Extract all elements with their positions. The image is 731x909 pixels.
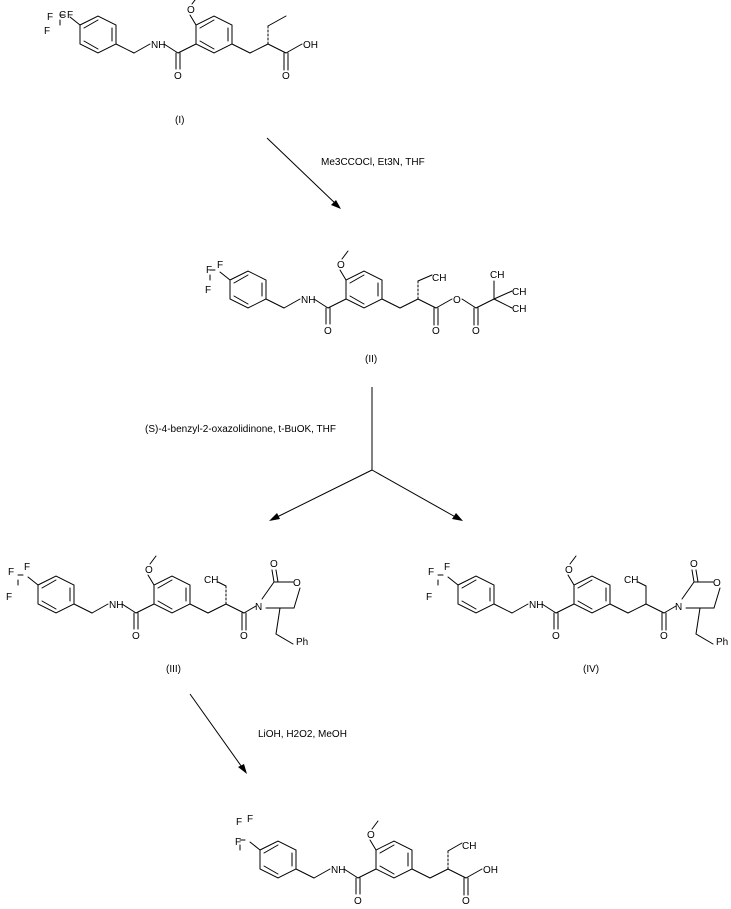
compound-III: F F F NH O O CH O N O O Ph [6,555,308,648]
arrow-step-3 [189,693,247,774]
methoxy-o-label: O [187,5,195,16]
cf3-f-label: F [444,562,450,573]
methoxy-o-label: O [145,565,153,576]
phenyl-label: Ph [296,637,308,648]
amide-o-label: O [240,631,248,642]
compound-label-III: (III) [166,664,181,675]
nh-label: NH [301,295,315,306]
ch3-label: CH [512,287,526,298]
oh-label: OH [483,865,498,876]
reagents-step-1: Me3CCOCl, Et3N, THF [321,157,425,168]
reagents-step-2: (S)-4-benzyl-2-oxazolidinone, t-BuOK, TH… [145,424,336,435]
ring-o-label: O [293,578,301,589]
compound-IV: F F F NH O O CH O N O O Ph [426,555,728,648]
ch3-label: CH [204,575,218,586]
oxazolidinone-co-label: O [270,559,278,570]
cf3-f-label: F [217,260,223,271]
cf3-f-label: F [206,265,212,276]
compound-label-II: (II) [365,354,377,365]
ch3-label: CH [462,841,476,852]
methoxy-o-label: O [367,830,375,841]
oh-label: OH [303,40,318,51]
compound-label-I: (I) [175,115,184,126]
compound-I: F F F C NH O O O OH [44,0,318,82]
cf3-f-label: F [44,26,50,37]
carbonyl-o-label: O [132,631,140,642]
cf3-f-label: F [6,592,12,603]
cf3-f-label: F [8,567,14,578]
reagents-step-3: LiOH, H2O2, MeOH [258,729,347,740]
arrow-step-2 [269,387,463,521]
compound-V: F F F NH O O CH O OH [235,814,498,907]
ring-o-label: O [713,578,721,589]
nh-label: NH [151,40,165,51]
cf3-f-label: F [236,817,242,828]
cf3-f-label: F [205,285,211,296]
ester-o-label: O [432,326,440,337]
oxazolidinone-n-label: N [255,602,262,613]
cf3-f-label: F [426,592,432,603]
carbonyl-o-label: O [552,631,560,642]
cf3-f-label: F [24,562,30,573]
cf3-c-label: C [59,10,66,21]
nh-label: NH [529,600,543,611]
arrow-step-1 [266,137,341,209]
anhydride-o-label: O [453,295,461,306]
cf3-f-label: F [67,10,73,21]
methoxy-o-label: O [565,565,573,576]
amide-o-label: O [660,631,668,642]
ch3-label: CH [512,304,526,315]
nh-label: NH [109,600,123,611]
compound-II: F F F NH O O CH O O O CH CH CH [205,250,526,337]
oxazolidinone-n-label: N [675,602,682,613]
compound-label-IV: (IV) [583,664,599,675]
carbonyl-o-label: O [174,71,182,82]
carbonyl-o-label: O [354,896,362,907]
acid-o-label: O [462,896,470,907]
nh-label: NH [331,865,345,876]
carbonyl-o-label: O [324,326,332,337]
pivaloyl-o-label: O [472,326,480,337]
cf3-f-label: F [235,837,241,848]
cf3-f-label: F [428,567,434,578]
ch3-label: CH [490,270,504,281]
phenyl-label: Ph [716,637,728,648]
methoxy-o-label: O [337,260,345,271]
cf3-f-label: F [47,12,53,23]
oxazolidinone-co-label: O [690,559,698,570]
acid-o-label: O [282,71,290,82]
ch3-label: CH [432,273,446,284]
cf3-f-label: F [247,814,253,825]
ch3-label: CH [624,575,638,586]
